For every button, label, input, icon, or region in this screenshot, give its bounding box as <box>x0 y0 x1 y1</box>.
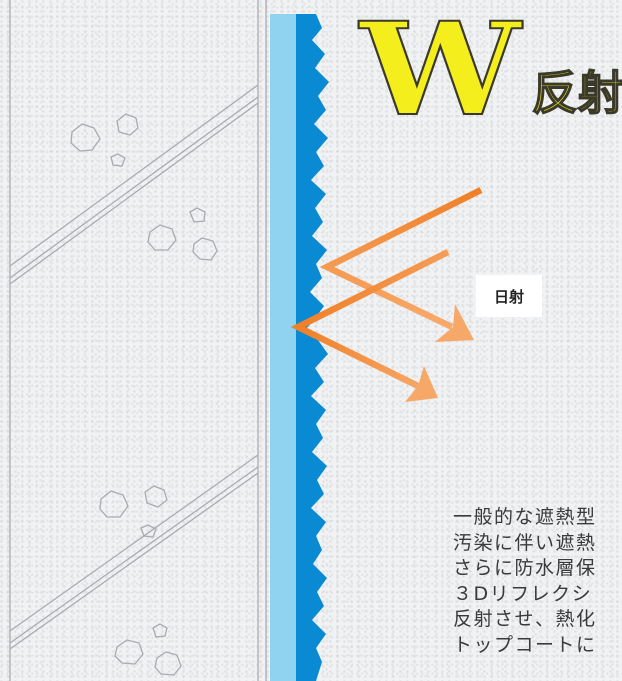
aggregate-stones-lower <box>99 485 182 676</box>
description-line: 反射させ、熱化 <box>453 608 597 630</box>
light-blue-coat-layer <box>270 14 298 681</box>
title-w-letter: W <box>359 0 522 145</box>
sunlight-arrow-upper-head <box>435 304 474 342</box>
sunlight-arrow-lower-shaft <box>290 249 450 389</box>
description-line: トップコートに <box>453 633 597 656</box>
page-title: W 反射 <box>359 5 622 135</box>
sunlight-arrow-upper <box>319 187 483 342</box>
sunlight-arrow-lower <box>290 249 450 402</box>
solar-radiation-label: 日射 <box>476 275 542 317</box>
description-line: ３Dリフレクシ <box>453 582 593 605</box>
description-line: 一般的な遮熱型 <box>453 506 597 528</box>
wall-diagonal-band-lower <box>9 454 259 650</box>
description-text: 一般的な遮熱型 汚染に伴い遮熱 さらに防水層保 ３Dリフレクシ 反射させ、熱化 … <box>453 505 622 681</box>
sunlight-arrow-upper-shaft <box>319 187 483 330</box>
wall-cross-section <box>9 0 267 681</box>
reflection-arrows <box>290 187 483 402</box>
description-line: さらに防水層保 <box>453 557 597 579</box>
wall-diagonal-band-upper <box>9 84 259 285</box>
description-line: 汚染に伴い遮熱 <box>453 531 597 554</box>
title-reflection-text: 反射 <box>531 66 622 120</box>
aggregate-stones-upper <box>70 113 218 261</box>
sunlight-arrow-lower-head <box>405 366 438 402</box>
reflective-top-coat-layer <box>296 14 329 681</box>
